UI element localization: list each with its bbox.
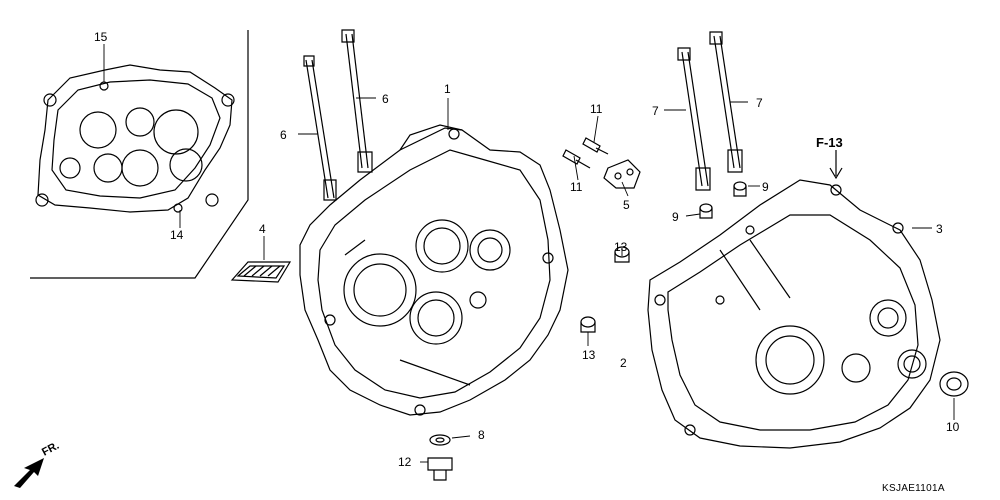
callout-10: 10 [946,420,960,434]
callout-5: 5 [623,198,630,212]
callout-1: 1 [444,82,451,96]
stud-bolts-6 [303,29,373,201]
callout-14: 14 [170,228,184,242]
leader-lines [103,44,955,463]
callout-3: 3 [936,222,943,236]
callout-9b: 9 [672,210,679,224]
callout-13a: 13 [614,240,628,254]
reference-label: F-13 [816,135,843,150]
callout-12: 12 [398,455,412,469]
gasket-part [35,64,235,213]
drawing-code: KSJAE1101A [882,483,945,494]
dowel-pins-9 [699,181,747,219]
inset-frame [30,30,249,279]
callout-2: 2 [620,356,627,370]
right-crankcase [647,179,941,449]
front-direction-arrow [14,458,44,488]
callout-15: 15 [94,30,108,44]
dowel-pins-13 [580,246,630,333]
callout-9a: 9 [762,180,769,194]
reference-arrow [829,150,843,180]
oil-strainer-screen [230,261,292,283]
callout-6a: 6 [280,128,287,142]
stud-bolts-7 [677,31,743,191]
oil-seal [939,371,969,397]
callout-6b: 6 [382,92,389,106]
callout-7a: 7 [652,104,659,118]
bolts-and-plate [562,137,641,189]
callout-7b: 7 [756,96,763,110]
drain-washer-and-bolt [427,434,453,481]
callout-8: 8 [478,428,485,442]
callout-11a: 11 [590,102,603,116]
callout-11b: 11 [570,180,583,194]
callout-13b: 13 [582,348,596,362]
callout-4: 4 [259,222,266,236]
left-crankcase [299,124,569,416]
